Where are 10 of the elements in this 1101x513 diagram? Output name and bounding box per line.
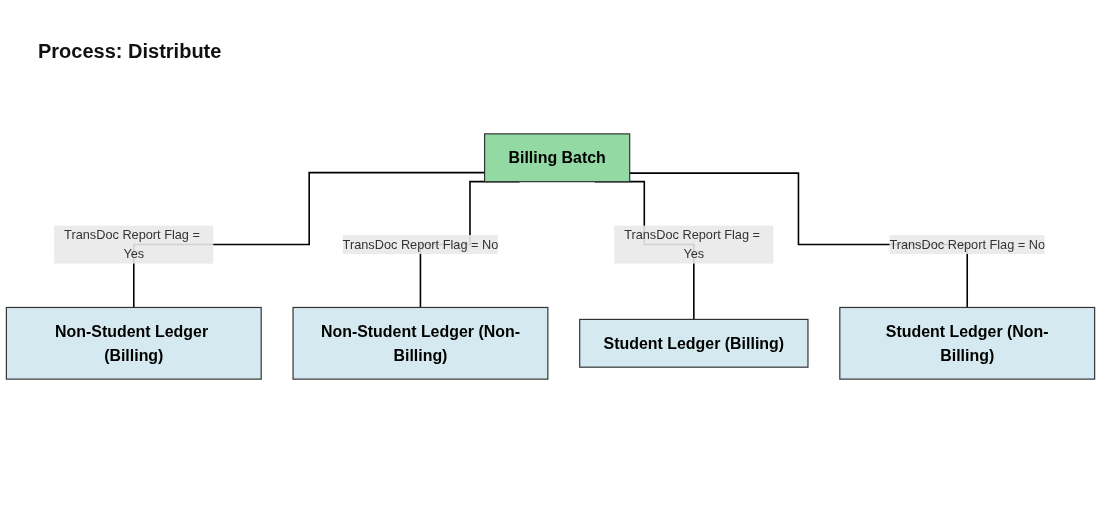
node-box: Student Ledger (Non-Billing) — [839, 306, 1096, 380]
edge-label: TransDoc Report Flag = Yes — [64, 227, 200, 261]
node-box: Billing Batch — [484, 133, 631, 183]
node-box: Non-Student Ledger (Billing) — [5, 306, 262, 380]
edge-label: TransDoc Report Flag = No — [342, 237, 499, 251]
node-box: Non-Student Ledger (Non-Billing) — [292, 306, 549, 380]
edge-label: TransDoc Report Flag = No — [889, 237, 1046, 251]
process-note: Process: Distribute — [38, 40, 222, 63]
edge-label: TransDoc Report Flag = Yes — [624, 227, 760, 261]
node-box: Student Ledger (Billing) — [579, 318, 809, 368]
